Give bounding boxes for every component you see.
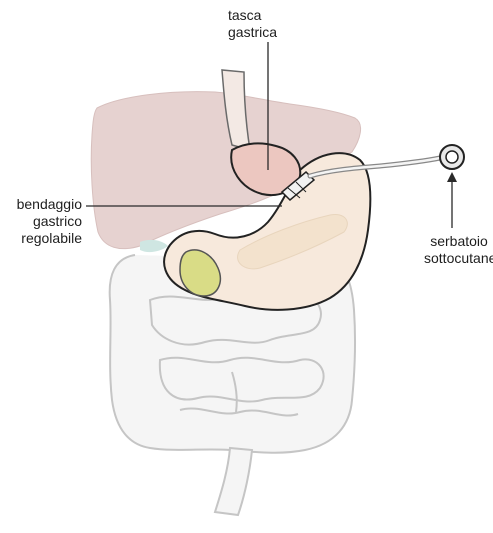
label-line: bendaggio bbox=[0, 196, 82, 213]
label-line: gastrica bbox=[228, 24, 277, 41]
label-subcutaneous-port: serbatoio sottocutaneo bbox=[424, 233, 493, 267]
subcutaneous-port bbox=[440, 145, 464, 169]
leader-arrow-port bbox=[447, 172, 457, 228]
label-line: regolabile bbox=[0, 230, 82, 247]
label-gastric-pouch: tasca gastrica bbox=[228, 7, 277, 41]
label-line: gastrico bbox=[0, 213, 82, 230]
rectum bbox=[215, 448, 252, 515]
label-line: tasca bbox=[228, 7, 277, 24]
label-gastric-band: bendaggio gastrico regolabile bbox=[0, 196, 82, 247]
duodenum-accent bbox=[140, 240, 168, 252]
label-line: serbatoio bbox=[424, 233, 493, 250]
label-line: sottocutaneo bbox=[424, 250, 493, 267]
